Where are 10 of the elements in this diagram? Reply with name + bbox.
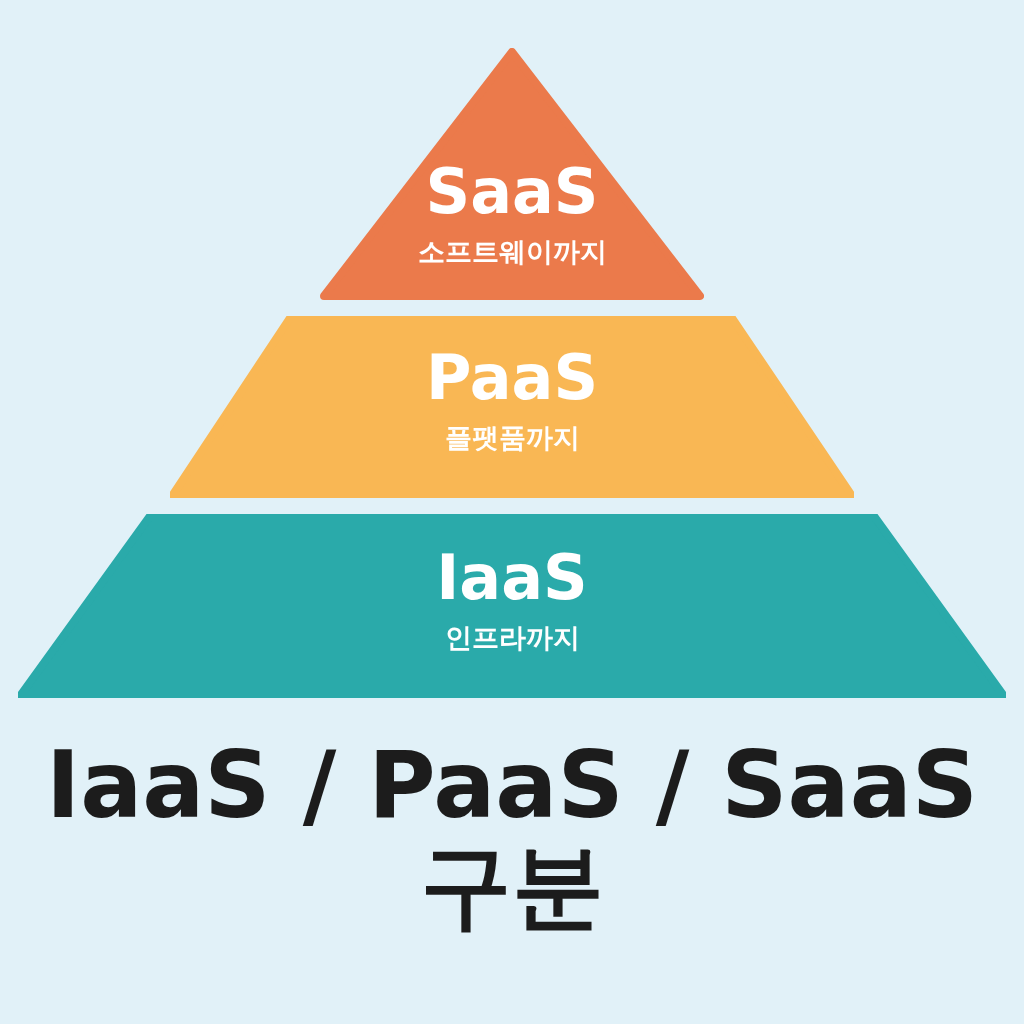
- tier-description: 소프트웨이까지: [417, 235, 607, 270]
- diagram-title: IaaS / PaaS / SaaS 구분: [44, 735, 979, 938]
- pyramid-tier: [170, 316, 854, 498]
- tier-heading: IaaS: [436, 544, 588, 613]
- pyramid-tier: [18, 514, 1006, 698]
- tier-description: 플팻품까지: [444, 421, 580, 456]
- tier-description: 인프라까지: [444, 621, 580, 656]
- tier-heading: SaaS: [425, 158, 599, 227]
- tier-heading: PaaS: [425, 344, 599, 413]
- pyramid-tier: [320, 48, 704, 300]
